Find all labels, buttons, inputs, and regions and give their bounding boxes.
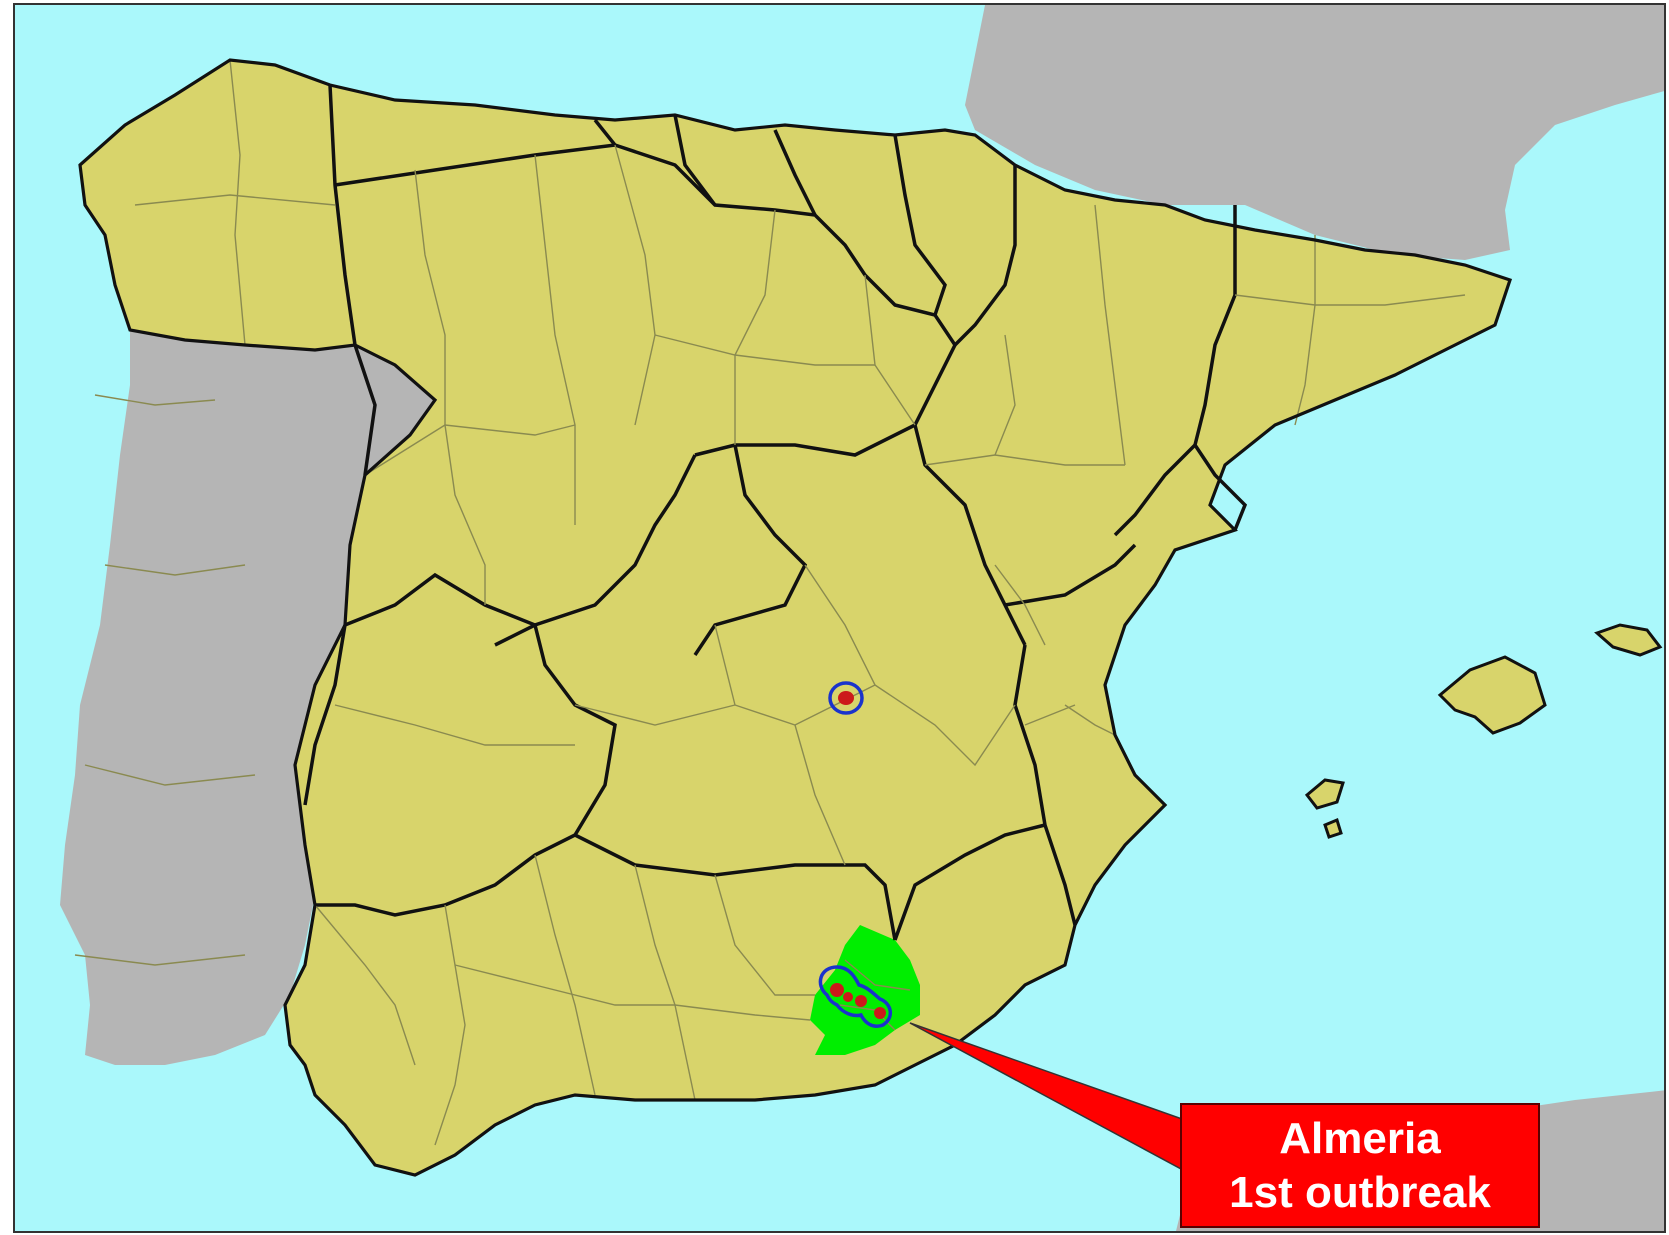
portugal-land — [60, 330, 435, 1065]
callout-line-1: Almeria — [1279, 1113, 1441, 1163]
spain-coast-outline — [78, 58, 1513, 1177]
island-outlines — [1304, 623, 1663, 839]
callout-line-2: 1st outbreak — [1229, 1167, 1491, 1217]
outbreak-marker-icon[interactable] — [818, 965, 892, 1028]
france-land — [965, 5, 1664, 260]
almeria-callout: Almeria 1st outbreak — [1180, 1103, 1540, 1228]
almeria-province[interactable] — [810, 925, 920, 1055]
outbreak-marker-icon[interactable] — [828, 681, 864, 715]
island-menorca — [1597, 625, 1660, 655]
region-borders — [303, 84, 1248, 941]
island-ibiza — [1307, 780, 1343, 808]
map-frame: Almeria 1st outbreak — [13, 3, 1666, 1233]
island-mallorca — [1440, 657, 1545, 733]
spain-map — [15, 5, 1664, 1231]
province-borders — [74, 59, 1466, 1146]
spain-mainland — [80, 60, 1510, 1175]
